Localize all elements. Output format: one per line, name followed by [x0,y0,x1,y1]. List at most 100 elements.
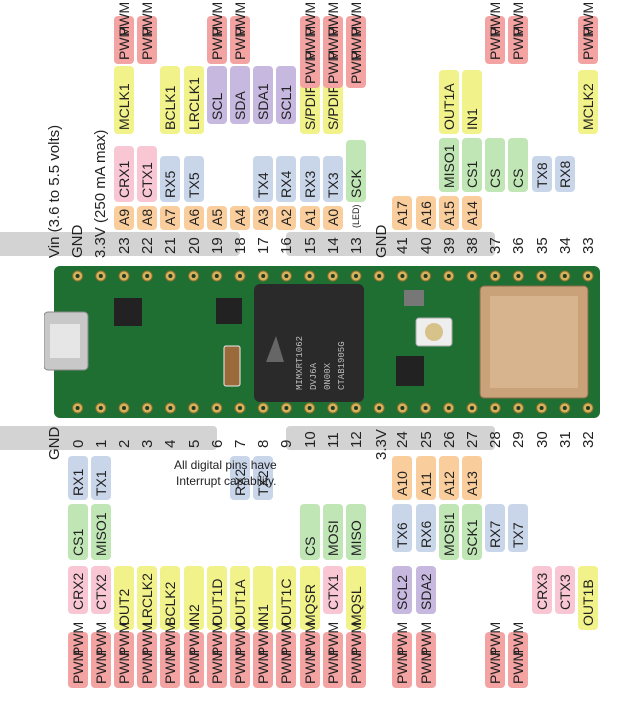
audio-label-bg [276,566,297,630]
top-right-pin-bar [285,232,496,256]
top-22-pwm-bg [137,16,158,64]
top-36-pwm-label: PWM [510,25,527,60]
pin-hole-center [377,274,382,278]
audio-label: OUT1B [580,579,596,626]
spi-label: CS [301,536,318,556]
audio-label-bg [253,566,274,630]
pin-number: 19 [208,237,226,254]
serial-label-bg [322,156,343,202]
bottom-28-pwm-label: PWM [487,649,504,684]
spi-label: CS [487,168,504,188]
serial-label: RX1 [69,468,86,496]
pin-number: 39 [440,237,458,254]
spi-label: CS1 [464,160,480,188]
bottom-1-pwm-bg [90,632,111,688]
bottom-1-pwm-label: PWM [92,649,109,684]
bottom-5-pwm-label: PWM [185,649,202,684]
spi-label-bg [346,504,366,560]
pin-hole-center [191,406,196,410]
top-33-pwm-bg [578,16,598,64]
bottom-29-pwm-label: PWM [510,649,527,684]
audio-label-bg [346,566,366,630]
analog-label-bg [438,456,459,500]
audio-label: BCLK1 [162,85,179,130]
analog-label: A6 [185,208,202,226]
pin-number: 7 [232,439,249,448]
spi-label: CS1 [69,528,86,556]
gnd-label: GND [69,224,87,258]
serial-label: TX6 [394,522,411,548]
pin-hole-center [330,274,335,278]
can-label: CTX2 [92,574,109,610]
analog-label-bg [438,196,459,230]
audio-label-bg [206,566,227,630]
pin-hole-center [261,274,266,278]
serial-label-bg [299,156,320,202]
i2c-label-bg [392,566,413,614]
serial-label: RX7 [487,520,504,548]
pin-number: 40 [417,237,435,254]
audio-label-bg [160,566,181,630]
audio-label: OUT1C [278,578,295,626]
bottom-24-pwm-label: PWM [394,649,411,684]
analog-label-bg [299,206,320,230]
top-33-pwm-label: PWM [580,25,596,60]
pin-hole-center [562,274,567,278]
analog-label-bg [462,196,482,230]
pin-hole-center [307,274,312,278]
analog-label-bg [183,206,204,230]
analog-label: A9 [116,208,132,226]
pin-hole-center [562,406,567,410]
top-37-pwm-bg [485,16,506,64]
pin-number: 20 [185,237,203,254]
serial-label: TX1 [92,470,109,496]
serial-label-bg [253,456,274,500]
pin-number: 28 [487,431,505,448]
pin-hole-center [493,406,498,410]
pin-number: 21 [162,237,180,254]
spi-label: MISO1 [92,512,109,556]
pin-number: 22 [139,237,157,254]
analog-label-bg [230,206,250,230]
pin-hole-center [145,406,150,410]
analog-label: A11 [417,472,434,496]
spi-label-bg [90,504,111,560]
audio-label-bg [578,70,598,134]
bottom-9-pwm-label: PWM [278,649,295,684]
top-15-pwm-label: PWM [301,49,318,84]
bottom-8-pwm-label: PWM [255,649,272,684]
pin-number: 32 [580,431,597,448]
analog-label-bg [415,456,436,500]
spi-label-bg [485,138,506,192]
top-19-pwm-bg [206,16,227,64]
spi-label-bg [67,504,88,560]
pin-hole-center [191,274,196,278]
spi-label-bg [462,138,482,192]
analog-label: A5 [208,208,225,226]
pin-hole-center [284,274,289,278]
bottom-4-pwm-bg [160,632,181,688]
spi-label: MOSI1 [440,512,457,556]
pin-number: 5 [185,439,203,448]
audio-label-bg [299,566,320,630]
pin-hole-center [238,274,242,278]
analog-label: A13 [464,471,480,496]
analog-label-bg [462,456,482,500]
pin-number: 4 [162,439,180,448]
bottom-3-pwm-bg [137,632,158,688]
audio-label: MQSR [301,584,318,626]
bottom-28-pwm-bg [485,632,506,688]
bottom-0-pwm-bg [67,632,88,688]
button-cap [425,323,443,341]
serial-label: RX6 [417,520,434,548]
spi-label-bg [462,504,482,560]
pin-number: 26 [440,431,458,448]
pin-number: 24 [394,431,412,448]
pin-number: 23 [116,237,133,254]
audio-label: OUT1A [232,579,248,626]
teensy-board: MIMXRT1062 DVJ6A 0N00X CTAB1905G [44,266,600,418]
vin-label: Vin (3.6 to 5.5 volts) [45,124,63,258]
pin-hole-center [168,274,173,278]
i2c-label: SCL1 [278,84,295,120]
